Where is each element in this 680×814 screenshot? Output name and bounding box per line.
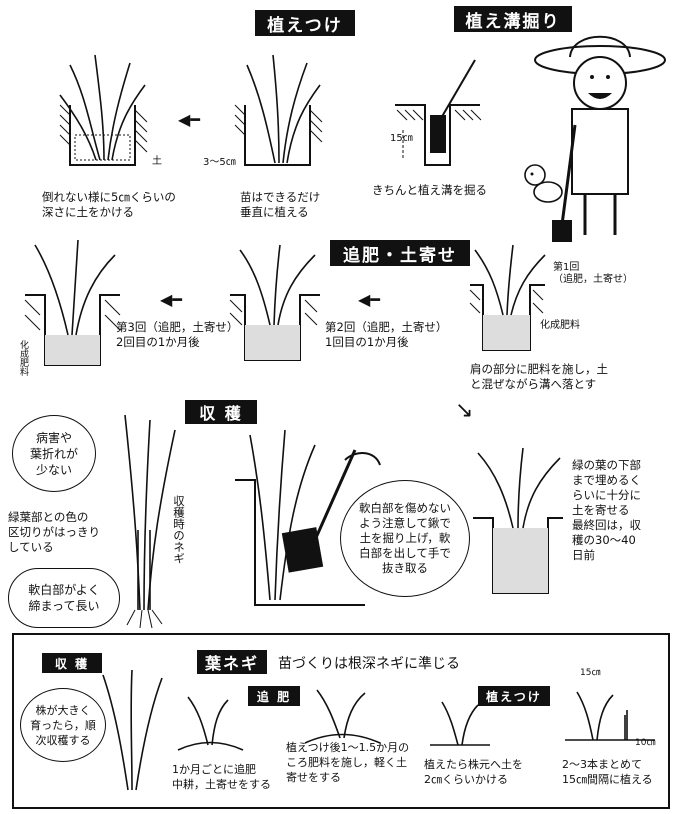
leaf-plant-left-illustration (430, 701, 490, 746)
topdress-right-illustration (304, 689, 381, 744)
leaf-spacing-label: 15㎝ (580, 668, 601, 678)
dog-icon (524, 164, 563, 203)
planting-right-illustration (234, 54, 323, 166)
fert-vertical-label: 化成肥料 (18, 340, 28, 376)
second-hill-illustration (229, 244, 320, 361)
second-hill-caption: 第2回（追肥，土寄せ） 1回目の1か月後 (325, 320, 448, 349)
leaf-harvest-illustration (102, 669, 163, 791)
topdress-tag: 追 肥 (248, 686, 300, 706)
pest-bubble: 病害や 葉折れが 少ない (12, 415, 96, 492)
planting-right-caption: 苗はできるだけ 垂直に植える (240, 190, 321, 219)
leaf-depth-label: 10㎝ (635, 738, 656, 748)
topdress-caption2: 植えつけ後1〜1.5か月の ころ肥料を施し，軽く土 寄せをする (286, 741, 410, 784)
arrow-left-icon: ◀━ (178, 110, 200, 129)
leaf-negi-box (12, 633, 670, 809)
dig-bubble: 軟白部を傷めない よう注意して鍬で 土を掘り上げ，軟 白部を出して手で 抜き取る (340, 480, 470, 597)
trench-caption: きちんと植え溝を掘る (372, 183, 487, 197)
topdress-left-illustration (177, 696, 244, 751)
leaf-harvest-bubble: 株が大きく 育ったら，順 次収穫する (20, 688, 106, 762)
third-hill-illustration (24, 239, 121, 366)
arrow-left-icon: ◀━ (358, 290, 380, 309)
first-hill-label: 第1回 （追肥，土寄せ） (553, 262, 633, 285)
harvest-plant-label: 収穫時のネギ (172, 495, 186, 564)
final-hill-illustration (473, 447, 563, 594)
planting-title: 植えつけ (255, 10, 355, 36)
leaf-negi-title: 葉ネギ (197, 650, 267, 674)
topdress-caption1: 1か月ごとに追肥 中耕，土寄せをする (172, 763, 271, 791)
tight-stalk-bubble: 軟白部がよく 締まって長い (8, 568, 120, 628)
planting-left-illustration (59, 54, 148, 166)
leaf-negi-subtitle: 苗づくりは根深ネギに準じる (278, 656, 460, 672)
planting-left-caption: 倒れない様に5㎝くらいの 深さに土をかける (42, 190, 176, 219)
arrow-down-right-icon: ↘ (455, 398, 474, 423)
color-boundary-caption: 緑葉部との色の 区切りがはっきり している (8, 510, 100, 554)
farmer-illustration (534, 35, 666, 242)
trench-title: 植え溝掘り (454, 6, 572, 32)
third-hill-caption: 第3回（追肥，土寄せ） 2回目の1か月後 (116, 320, 239, 349)
leaf-harvest-tag: 収 穫 (42, 653, 102, 673)
first-hill-caption: 肩の部分に肥料を施し，土 と混ぜながら溝へ落とす (470, 362, 608, 391)
soil-label: 土 (152, 156, 162, 167)
arrow-left-icon: ◀━ (160, 290, 182, 309)
trench-illustration (395, 59, 482, 166)
harvest-dig-illustration (235, 429, 381, 606)
leaf-plant-caption2: 2〜3本まとめて 15㎝間隔に植える (562, 758, 653, 786)
fert-label: 化成肥料 (540, 320, 580, 331)
leaf-plant-tag: 植えつけ (478, 686, 550, 706)
first-hill-illustration (469, 244, 546, 351)
trench-depth-label: 15㎝ (390, 133, 413, 144)
leaf-plant-caption1: 植えたら株元へ土を 2㎝くらいかける (424, 758, 523, 786)
harvested-negi-illustration (124, 414, 176, 629)
fert-title: 追肥・土寄せ (330, 240, 470, 266)
harvest-title: 収 穫 (185, 400, 257, 424)
leaf-plant-right-illustration (565, 691, 655, 741)
final-hill-caption: 緑の葉の下部 まで埋めるく らいに十分に 土を寄せる 最終回は，収 穫の30〜4… (572, 458, 641, 562)
planting-depth-label: 3〜5㎝ (203, 157, 236, 168)
